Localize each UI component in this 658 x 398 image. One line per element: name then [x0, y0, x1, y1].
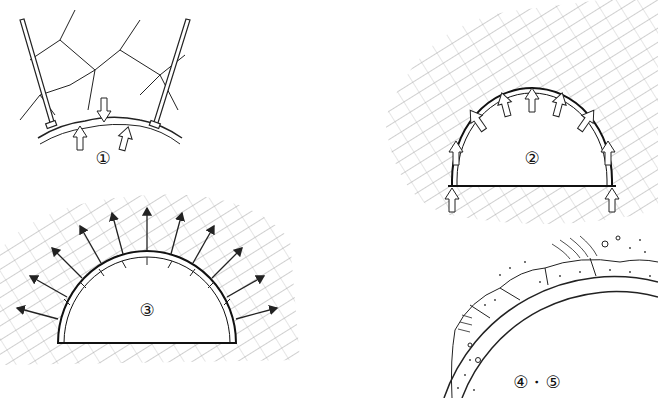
- callout-number: ①: [93, 149, 112, 168]
- callout-number: ②: [522, 149, 541, 168]
- callout-number: ④・⑤: [511, 373, 562, 392]
- callout-number: ③: [137, 301, 156, 320]
